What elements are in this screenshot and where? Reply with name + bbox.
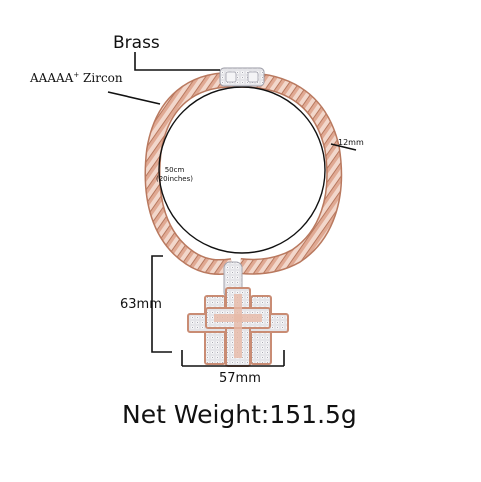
height-dimension-line xyxy=(151,255,172,353)
pendant-width-label: 57mm xyxy=(219,371,261,386)
length-cm: 50cm xyxy=(164,166,185,174)
net-weight-label: Net Weight:151.5g xyxy=(122,400,357,429)
cross-center xyxy=(205,287,271,367)
pendant-height-label: 63mm xyxy=(120,297,162,312)
triple-cross-pendant xyxy=(187,287,289,367)
zircon-label: AAAAA+ Zircon xyxy=(30,71,123,85)
chain-width-label: 12mm xyxy=(338,138,364,147)
zircon-name: Zircon xyxy=(83,71,123,85)
zircon-leader-line xyxy=(107,91,161,105)
chain-left xyxy=(146,73,237,274)
material-label: Brass xyxy=(113,33,160,53)
cuban-chain xyxy=(144,71,343,275)
length-circle xyxy=(158,86,326,254)
length-inches: (20inches) xyxy=(156,175,193,183)
chain-width-line xyxy=(330,143,357,151)
length-label: 50cm(20inches) xyxy=(156,166,193,184)
zircon-grade: AAAAA xyxy=(30,71,74,85)
brass-leader-line xyxy=(134,52,220,71)
dimension-lines xyxy=(107,52,357,367)
chain-right xyxy=(235,73,341,274)
zircon-grade-plus: + xyxy=(73,71,80,79)
box-clasp xyxy=(219,67,265,87)
